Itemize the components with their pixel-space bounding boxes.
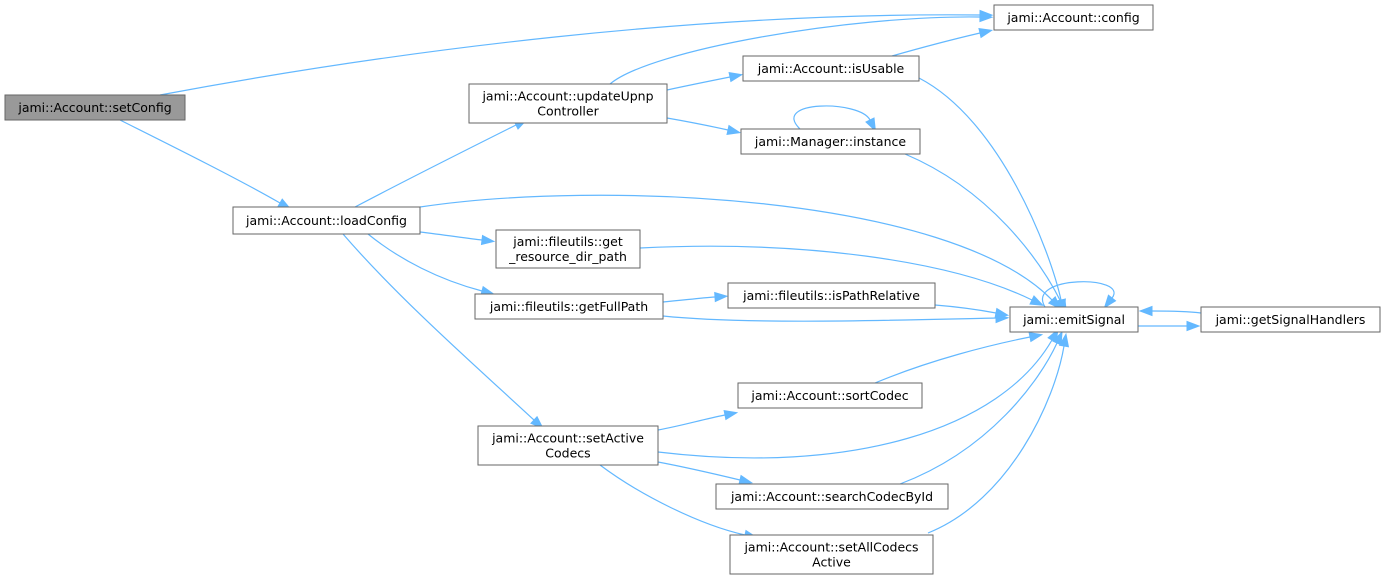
node-label: jami::Account::loadConfig [245,213,407,228]
node-box [1009,306,1139,333]
arrowhead [978,28,994,39]
edge-account-set-active-codecs-to-account-search-codec-by-id [657,461,754,485]
node-emit-signal[interactable]: jami::emitSignal [1009,306,1139,333]
arrowhead [480,234,496,246]
edge-account-update-upnp-controller-to-account-is-usable [666,71,744,91]
arrowhead [1028,331,1044,343]
node-account-sort-codec[interactable]: jami::Account::sortCodec [737,382,923,409]
edge-fileutils-get-full-path-to-fileutils-is-path-relative [662,291,729,303]
node-box [737,382,923,409]
arrowhead [1029,295,1045,306]
node-label: jami::Account::isUsable [757,61,905,76]
edge-get-signal-handlers-to-emit-signal [1138,305,1202,317]
edge-account-is-usable-to-emit-signal [918,77,1066,314]
arrowhead [1103,294,1117,309]
call-edges [119,9,1202,540]
node-label: jami::Account::updateUpnp [481,89,653,104]
arrowhead [1058,332,1070,348]
node-account-load-config[interactable]: jami::Account::loadConfig [232,206,421,235]
node-fileutils-is-path-relative[interactable]: jami::fileutils::isPathRelative [727,282,936,309]
node-fileutils-get-full-path[interactable]: jami::fileutils::getFullPath [474,293,664,320]
node-label: jami::fileutils::get [512,234,623,249]
node-account-is-usable[interactable]: jami::Account::isUsable [742,55,920,82]
edge-account-update-upnp-controller-to-account-config [609,11,994,85]
edge-account-load-config-to-fileutils-get-resource-dir-path [419,231,496,246]
node-box [715,483,949,510]
node-box [474,293,664,320]
node-box [4,94,186,121]
node-account-config[interactable]: jami::Account::config [993,4,1154,31]
node-label: Codecs [545,446,590,461]
edge-emit-signal-to-get-signal-handlers [1138,320,1201,332]
edge-account-set-active-codecs-to-account-sort-codec [657,409,739,431]
node-label: jami::Account::setActive [491,431,644,446]
arrowhead [994,307,1010,319]
arrowhead [865,117,877,133]
node-label: jami::getSignalHandlers [1215,312,1366,327]
node-label: jami::Account::sortCodec [750,388,908,403]
node-fileutils-get-resource-dir-path[interactable]: jami::fileutils::get_resource_dir_path [495,229,641,269]
node-box [993,4,1154,31]
arrowhead [728,71,744,83]
arrowhead [979,11,994,23]
node-label: Controller [537,104,599,119]
edge-account-is-usable-to-account-config [891,28,994,57]
node-manager-instance[interactable]: jami::Manager::instance [740,128,921,155]
edge-fileutils-get-resource-dir-path-to-emit-signal [639,245,1045,306]
edge-fileutils-is-path-relative-to-emit-signal [934,304,1010,319]
edge-account-set-all-codecs-active-to-emit-signal [927,332,1070,534]
node-get-signal-handlers[interactable]: jami::getSignalHandlers [1200,306,1381,333]
node-box [727,282,936,309]
node-label: jami::fileutils::isPathRelative [742,288,920,303]
edge-account-update-upnp-controller-to-manager-instance [666,117,742,135]
node-label: jami::Account::config [1006,10,1139,25]
edge-account-set-config-to-account-load-config [119,119,292,210]
node-label: jami::Account::setAllCodecs [743,540,918,555]
edge-account-set-config-to-account-config [159,9,994,96]
edge-fileutils-get-full-path-to-emit-signal [662,312,1010,324]
arrowhead [714,291,729,303]
node-label: Active [812,555,851,570]
node-box [477,425,659,466]
node-box [729,534,934,575]
node-box [742,55,920,82]
node-account-search-codec-by-id[interactable]: jami::Account::searchCodecById [715,483,949,510]
node-account-set-config[interactable]: jami::Account::setConfig [4,94,186,121]
node-box [740,128,921,155]
node-label: jami::fileutils::getFullPath [489,299,648,314]
node-label: jami::Account::searchCodecById [730,489,933,504]
node-box [495,229,641,269]
node-label: jami::emitSignal [1022,312,1125,327]
arrowhead [1186,320,1201,332]
arrowhead [738,474,754,485]
arrowhead [723,409,739,421]
node-box [468,83,668,124]
edge-account-load-config-to-account-update-upnp-controller [354,118,529,208]
arrowhead [1138,305,1153,317]
edge-manager-instance-to-manager-instance [793,105,877,133]
edge-emit-signal-to-emit-signal [1041,281,1117,309]
edge-account-sort-codec-to-emit-signal [874,331,1044,384]
node-box [232,206,421,235]
edge-account-search-codec-by-id-to-emit-signal [899,330,1063,485]
node-label: jami::Account::setConfig [17,100,171,115]
arrowhead [726,124,742,135]
node-box [1200,306,1381,333]
edge-account-load-config-to-fileutils-get-full-path [367,233,495,296]
node-label: _resource_dir_path [508,249,627,264]
function-nodes: jami::Account::setConfigjami::Account::l… [4,4,1381,575]
arrowhead [1052,330,1063,346]
node-label: jami::Manager::instance [754,134,906,149]
